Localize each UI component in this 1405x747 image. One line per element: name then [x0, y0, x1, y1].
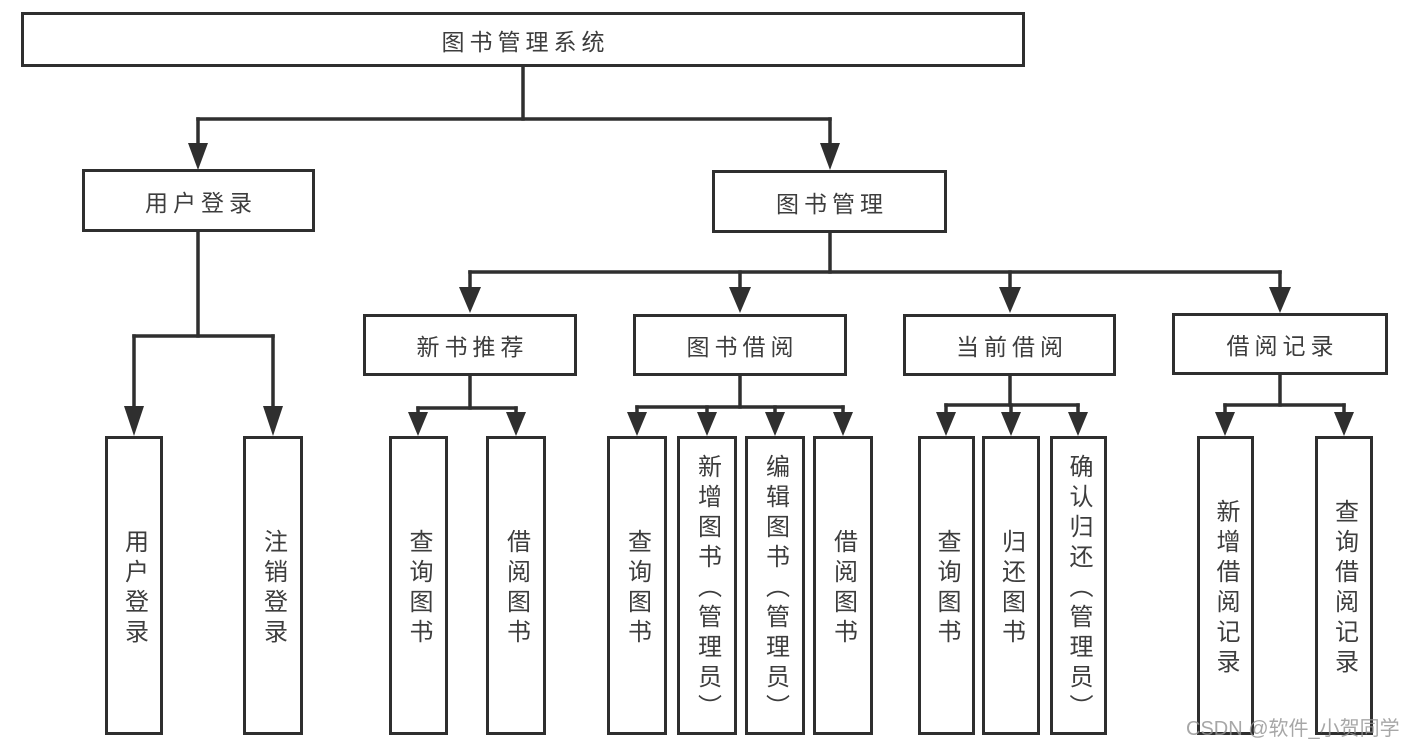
node-current-borrowing-label: 当前借阅: [956, 334, 1068, 360]
leaf-query-books-borrowing-label: 查询图书: [623, 528, 651, 649]
leaf-logout-label: 注销登录: [259, 528, 287, 649]
arrowheads: [124, 143, 1354, 436]
leaf-query-books-current-label: 查询图书: [933, 528, 960, 649]
leaf-add-borrow-record: 新增借阅记录: [1197, 436, 1254, 735]
node-book-management: 图书管理: [712, 170, 947, 233]
leaf-logout: 注销登录: [243, 436, 303, 735]
leaf-query-books-borrowing: 查询图书: [607, 436, 667, 735]
node-book-management-label: 图书管理: [776, 190, 888, 217]
node-user-login-label: 用户登录: [145, 189, 257, 216]
node-user-login: 用户登录: [82, 169, 315, 232]
leaf-return-books-label: 归还图书: [997, 528, 1025, 649]
leaf-user-login-label: 用户登录: [120, 528, 148, 649]
leaf-query-books-recommend-label: 查询图书: [405, 528, 432, 649]
leaf-query-borrow-record-label: 查询借阅记录: [1330, 498, 1358, 679]
root-node-label: 图书管理系统: [441, 28, 610, 55]
leaf-return-books: 归还图书: [982, 436, 1040, 735]
leaf-confirm-return-admin: 确认归还（管理员）: [1050, 436, 1107, 735]
leaf-add-book-admin: 新增图书（管理员）: [677, 436, 737, 735]
leaf-query-books-current: 查询图书: [918, 436, 975, 735]
node-new-book-recommendation: 新书推荐: [363, 314, 577, 376]
leaf-borrow-books-label: 借阅图书: [829, 528, 857, 649]
node-new-book-recommendation-label: 新书推荐: [416, 334, 529, 360]
leaf-edit-book-admin: 编辑图书（管理员）: [745, 436, 805, 735]
leaf-add-borrow-record-label: 新增借阅记录: [1212, 498, 1239, 679]
leaf-query-borrow-record: 查询借阅记录: [1315, 436, 1373, 735]
leaf-edit-book-admin-label: 编辑图书（管理员）: [761, 453, 789, 724]
leaf-borrow-books-recommend: 借阅图书: [486, 436, 546, 735]
leaf-confirm-return-admin-label: 确认归还（管理员）: [1065, 453, 1092, 724]
leaf-user-login: 用户登录: [105, 436, 163, 735]
node-book-borrowing-label: 图书借阅: [686, 334, 799, 360]
csdn-watermark: CSDN @软件_小贺同学: [1186, 718, 1400, 740]
leaf-query-books-recommend: 查询图书: [389, 436, 448, 735]
node-borrowing-records: 借阅记录: [1172, 313, 1388, 375]
root-node: 图书管理系统: [21, 12, 1025, 67]
leaf-borrow-books-recommend-label: 借阅图书: [502, 528, 530, 649]
node-borrowing-records-label: 借阅记录: [1226, 333, 1339, 359]
leaf-borrow-books: 借阅图书: [813, 436, 873, 735]
leaf-add-book-admin-label: 新增图书（管理员）: [693, 453, 721, 724]
node-current-borrowing: 当前借阅: [903, 314, 1116, 376]
node-book-borrowing: 图书借阅: [633, 314, 847, 376]
